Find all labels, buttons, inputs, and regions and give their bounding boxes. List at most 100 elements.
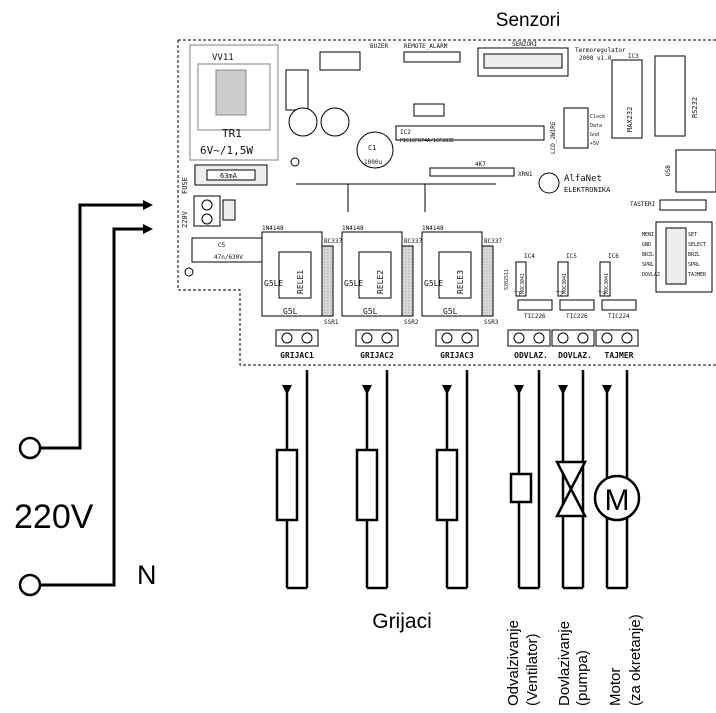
- output-label-2: GRIJAC2: [360, 351, 394, 360]
- svg-text:G5LE: G5LE: [344, 279, 363, 288]
- lcd-label: LCD_2WIRE: [550, 121, 557, 154]
- svg-text:G5L: G5L: [283, 307, 298, 316]
- output-label-4: ODVLAZ.: [514, 351, 548, 360]
- ic3-label: IC3: [628, 53, 639, 60]
- motor-label-1: Motor: [607, 668, 624, 706]
- svg-text:T1: T1: [514, 291, 522, 298]
- remote-alarm-label: REMOTE_ALARM: [404, 43, 448, 50]
- svg-text:IC4: IC4: [524, 253, 535, 260]
- menu-key-5: DOVLAZ: [642, 272, 660, 278]
- output-label-5: DOVLAZ.: [558, 351, 592, 360]
- c1-label: C1: [368, 144, 376, 152]
- svg-text:SSR1: SSR1: [324, 319, 339, 326]
- motor-symbol-letter: M: [605, 484, 630, 517]
- transformer-outline: [189, 44, 279, 161]
- triac-block-1: IC4 MOC3041 T1 TIC226: [514, 253, 553, 320]
- motor-label-2: (za okretanje): [627, 614, 644, 706]
- c5-value: 47n/630V: [214, 254, 243, 261]
- svg-text:BC337: BC337: [324, 238, 342, 245]
- svg-text:G5LE: G5LE: [424, 279, 443, 288]
- transformer-rating: 6V~/1,5W: [200, 144, 253, 157]
- heater-resistor-3: [435, 448, 459, 522]
- heater-resistor-2: [355, 448, 379, 522]
- relay-block-2: 1N4148 BC337 G5LE RELE2 G5L S202S11 SSR2: [341, 225, 430, 326]
- svg-text:MOC3041: MOC3041: [520, 273, 526, 294]
- menu-key-4: SPRL: [642, 262, 654, 268]
- svg-text:RELE1: RELE1: [296, 270, 305, 294]
- svg-text:G5LE: G5LE: [264, 279, 283, 288]
- svg-text:TIC226: TIC226: [524, 313, 546, 320]
- svg-text:IC6: IC6: [608, 253, 619, 260]
- heater-loads: Grijaci: [275, 370, 469, 633]
- heater-resistor-1: [275, 448, 299, 522]
- brand-bottom: ELEKTRONIKA: [564, 186, 611, 194]
- svg-text:T3: T3: [598, 291, 606, 298]
- transformer-id: VV11: [212, 53, 234, 63]
- xrn1-label: XRN1: [518, 171, 533, 178]
- res-4k7: 4K7: [475, 161, 486, 168]
- svg-text:IC5: IC5: [566, 253, 577, 260]
- svg-text:G5L: G5L: [443, 307, 458, 316]
- fuse-value: 63mA: [220, 172, 238, 180]
- menu-key-3: BRZL: [642, 252, 654, 258]
- svg-text:BC337: BC337: [484, 238, 502, 245]
- svg-text:RELE2: RELE2: [376, 270, 385, 294]
- pump-label-1: Dovlazivanje: [556, 621, 573, 706]
- phase-wire: [40, 200, 153, 450]
- supply-terminal-phase: [18, 436, 42, 460]
- svg-text:SSR2: SSR2: [404, 319, 419, 326]
- neutral-wire: [40, 224, 153, 587]
- menu-key-2: GND: [642, 242, 651, 248]
- motor-load: M Motor (za okretanje): [593, 370, 644, 706]
- pump-label-2: (pumpa): [574, 650, 591, 706]
- menu-key-r1: SET: [688, 232, 697, 238]
- lcd-pin-4: +5V: [590, 141, 599, 147]
- sensor-header-label: SENZORI: [512, 41, 538, 48]
- svg-text:1N4148: 1N4148: [262, 225, 284, 232]
- diagram-title: Senzori: [496, 10, 560, 31]
- ic2-value: PIC16F874A/16F283E: [400, 138, 454, 144]
- tasteri-label: TASTERI: [630, 201, 656, 208]
- triac-block-2: IC5 MOC3041 T2 TIC226: [556, 253, 595, 320]
- relay-block-1: 1N4148 BC337 G5LE RELE1 G5L S202S11 SSR1: [261, 225, 350, 326]
- menu-key-r5: TAJMER: [688, 272, 707, 278]
- vent-label-2: (Ventilator): [524, 633, 541, 706]
- pcb-outline: [177, 39, 716, 366]
- pump-load: Dovlazivanje (pumpa): [554, 370, 591, 706]
- motor-symbol: [593, 474, 641, 522]
- neutral-label: N: [137, 560, 157, 590]
- svg-text:MOC3041: MOC3041: [562, 273, 568, 294]
- supply-wiring: 220V N: [14, 200, 157, 597]
- supply-terminal-neutral: [18, 573, 42, 597]
- thermoregulator-label: Termoregulator: [575, 47, 626, 54]
- pump-valve-symbol: [554, 460, 588, 518]
- vent-label-1: Odvalzivanje: [505, 620, 522, 706]
- svg-text:BC337: BC337: [404, 238, 422, 245]
- menu-key-r2: SELECT: [688, 242, 706, 248]
- svg-text:S202S11: S202S11: [504, 269, 510, 290]
- usb-label: USB: [665, 165, 672, 176]
- output-label-3: GRIJAC3: [440, 351, 474, 360]
- output-label-6: TAJMER: [605, 351, 634, 360]
- max232-label: MAX232: [626, 107, 634, 132]
- rs232-label: RS232: [691, 97, 699, 118]
- svg-text:MOC3041: MOC3041: [604, 273, 610, 294]
- ic2-label: IC2: [400, 129, 411, 136]
- supply-voltage-label: 220V: [14, 498, 94, 536]
- lcd-pin-1: Clock: [590, 114, 605, 120]
- transformer-label: TR1: [222, 127, 242, 140]
- menu-key-r4: SPRL: [688, 262, 700, 268]
- vent-load: Odvalzivanje (Ventilator): [505, 370, 541, 706]
- vent-fan-symbol: [509, 472, 533, 504]
- mains-side-label: 220V: [181, 210, 189, 228]
- svg-text:TIC226: TIC226: [566, 313, 588, 320]
- svg-text:SSR3: SSR3: [484, 319, 499, 326]
- svg-text:TIC224: TIC224: [608, 313, 630, 320]
- menu-key-1: MENI: [642, 232, 654, 238]
- fuse-side-label: FUSE: [181, 177, 189, 194]
- pcb-board: VV11 TR1 6V~/1,5W FUSE 63mA 220V C5 47n/…: [177, 39, 716, 366]
- triac-block-3: IC6 MOC3041 T3 TIC224: [598, 253, 637, 320]
- heaters-label: Grijaci: [372, 610, 432, 633]
- lcd-pin-3: Gnd: [590, 132, 599, 138]
